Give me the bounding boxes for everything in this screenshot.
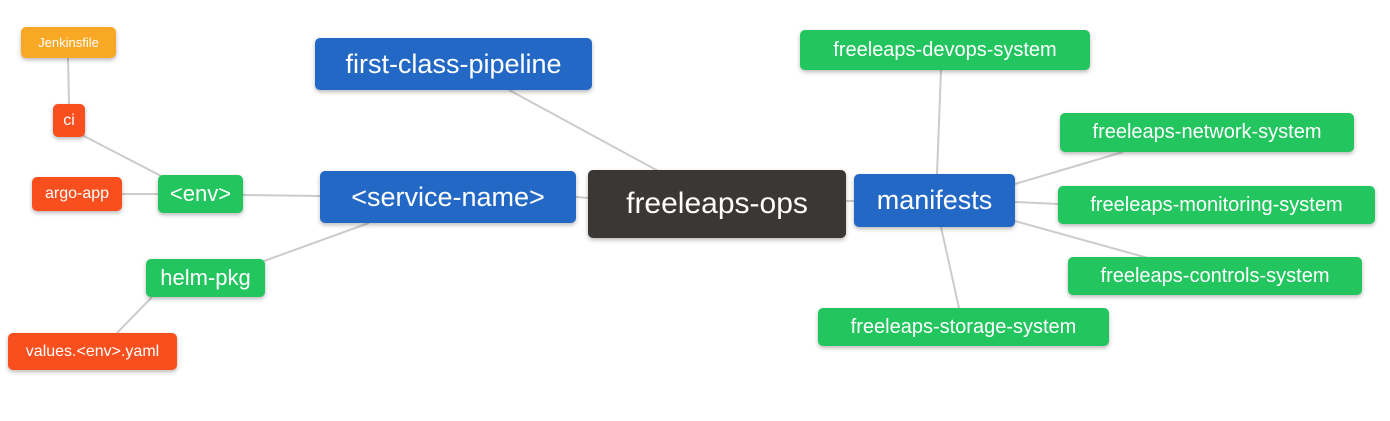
edge-helm-pkg-values-env-yaml bbox=[116, 296, 153, 334]
edge-manifests-devops-system bbox=[936, 69, 942, 175]
edge-manifests-monitoring-system bbox=[1014, 201, 1059, 205]
edge-ci-env bbox=[81, 134, 166, 179]
edge-jenkinsfile-ci bbox=[67, 57, 70, 105]
node-manifests[interactable]: manifests bbox=[854, 174, 1015, 227]
node-values-env-yaml[interactable]: values.<env>.yaml bbox=[8, 333, 177, 370]
node-first-class-pipeline[interactable]: first-class-pipeline bbox=[315, 38, 592, 90]
edge-first-class-pipeline-freeleaps-ops bbox=[508, 89, 661, 173]
node-service-name[interactable]: <service-name> bbox=[320, 171, 576, 223]
node-env[interactable]: <env> bbox=[158, 175, 243, 213]
node-freeleaps-storage-system[interactable]: freeleaps-storage-system bbox=[818, 308, 1109, 346]
edge-service-name-freeleaps-ops bbox=[575, 196, 589, 199]
edge-manifests-storage-system bbox=[940, 226, 960, 309]
edge-env-service-name bbox=[242, 194, 321, 197]
node-freeleaps-devops-system[interactable]: freeleaps-devops-system bbox=[800, 30, 1090, 70]
node-freeleaps-monitoring-system[interactable]: freeleaps-monitoring-system bbox=[1058, 186, 1375, 224]
edge-service-name-helm-pkg bbox=[263, 222, 370, 262]
node-helm-pkg[interactable]: helm-pkg bbox=[146, 259, 265, 297]
node-freeleaps-ops[interactable]: freeleaps-ops bbox=[588, 170, 846, 238]
node-freeleaps-controls-system[interactable]: freeleaps-controls-system bbox=[1068, 257, 1362, 295]
node-argo-app[interactable]: argo-app bbox=[32, 177, 122, 211]
node-jenkinsfile[interactable]: Jenkinsfile bbox=[21, 27, 116, 58]
node-ci[interactable]: ci bbox=[53, 104, 85, 137]
edge-manifests-network-system bbox=[1014, 151, 1124, 185]
edge-manifests-controls-system bbox=[1014, 220, 1149, 259]
node-freeleaps-network-system[interactable]: freeleaps-network-system bbox=[1060, 113, 1354, 152]
